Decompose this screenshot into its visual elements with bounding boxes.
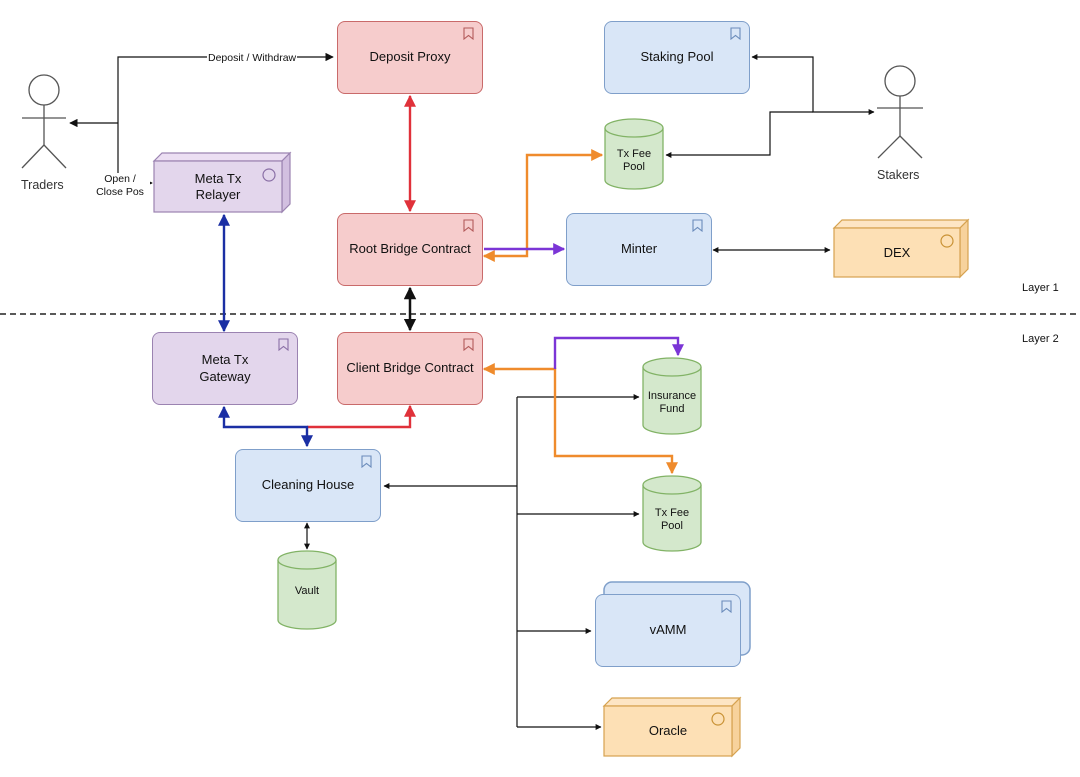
dex-label: DEX <box>883 244 911 260</box>
oracle-node <box>602 696 742 758</box>
dex-node <box>832 218 970 279</box>
deposit-withdraw-edge <box>117 52 334 123</box>
tx-fee-pool-l1-label: Tx Fee Pool <box>616 147 652 173</box>
bookmark-icon <box>278 338 289 351</box>
minter-label: Minter <box>620 241 658 257</box>
client-bridge-contract-box[interactable]: Client Bridge Contract <box>337 332 483 405</box>
cleaning-client-bridge-edge <box>307 404 416 429</box>
root-bridge-contract-label: Root Bridge Contract <box>349 241 471 257</box>
meta-tx-gateway-box[interactable]: Meta Tx Gateway <box>152 332 298 405</box>
bookmark-icon <box>361 455 372 468</box>
deposit-proxy-label: Deposit Proxy <box>369 49 451 65</box>
layer-1-label: Layer 1 <box>1022 282 1059 294</box>
bookmark-icon <box>730 27 741 40</box>
meta-tx-relayer-node <box>152 151 292 214</box>
vamm-label: vAMM <box>649 622 687 638</box>
bookmark-icon <box>463 338 474 351</box>
staking-pool-label: Staking Pool <box>640 49 714 65</box>
insurance-fund-label: Insurance Fund <box>647 389 697 415</box>
oracle-label: Oracle <box>648 723 688 739</box>
staking-pool-stakers-edge <box>751 54 875 115</box>
bookmark-icon <box>721 600 732 613</box>
root-bridge-contract-box[interactable]: Root Bridge Contract <box>337 213 483 286</box>
stakers-label: Stakers <box>877 168 920 182</box>
bookmark-icon <box>463 27 474 40</box>
traders-label: Traders <box>21 178 64 192</box>
cleaning-house-box[interactable]: Cleaning House <box>235 449 381 522</box>
bookmark-icon <box>692 219 703 232</box>
vault-cylinder <box>277 550 337 630</box>
cleaning-house-label: Cleaning House <box>261 477 355 493</box>
root-bridge-tx-fee-edge <box>482 149 604 262</box>
vamm-box[interactable]: vAMM <box>595 594 741 667</box>
vault-label: Vault <box>294 585 320 598</box>
minter-box[interactable]: Minter <box>566 213 712 286</box>
meta-tx-gateway-label: Meta Tx Gateway <box>199 352 251 384</box>
stakers-actor-icon <box>877 65 923 159</box>
tx-fee-pool-l2-label: Tx Fee Pool <box>654 506 690 532</box>
meta-tx-relayer-label: Meta Tx Relayer <box>194 170 242 202</box>
tx-fee-pool-l2-cylinder <box>642 475 702 552</box>
client-bridge-orange-edge <box>482 363 678 475</box>
traders-actor-icon <box>21 74 67 169</box>
staking-pool-box[interactable]: Staking Pool <box>604 21 750 94</box>
bookmark-icon <box>463 219 474 232</box>
layer-2-label: Layer 2 <box>1022 333 1059 345</box>
gateway-cleaning-edge <box>218 405 313 448</box>
deposit-proxy-box[interactable]: Deposit Proxy <box>337 21 483 94</box>
client-bridge-insurance-edge <box>553 336 684 369</box>
tx-fee-pool-l1-cylinder <box>604 118 664 190</box>
client-bridge-contract-label: Client Bridge Contract <box>346 360 474 376</box>
deposit-withdraw-label: Deposit / Withdraw <box>207 52 298 65</box>
open-close-pos-label: Open / Close Pos <box>90 173 150 199</box>
stakers-tx-fee-pool-edge <box>665 111 813 158</box>
